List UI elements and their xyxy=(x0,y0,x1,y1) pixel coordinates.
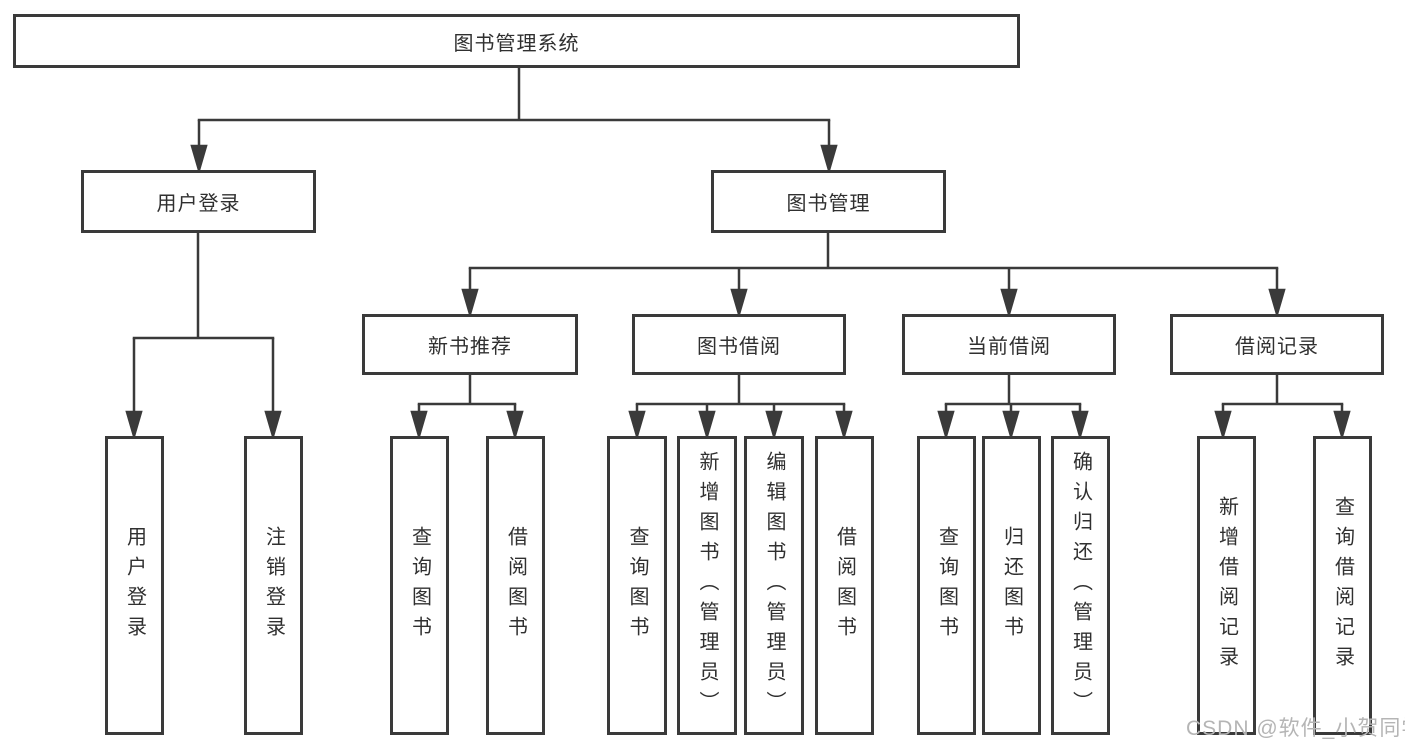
connector-new-book-recommend-to-leaves xyxy=(410,375,524,441)
connector-root-to-level2 xyxy=(190,68,838,175)
node-book-management: 图书管理 xyxy=(711,170,946,233)
leaf-add-borrow-record: 新增借阅记录 xyxy=(1197,436,1256,735)
node-book-borrow: 图书借阅 xyxy=(632,314,846,375)
leaf-logout: 注销登录 xyxy=(244,436,303,735)
node-borrow-records: 借阅记录 xyxy=(1170,314,1384,375)
leaf-confirm-return-admin: 确认归还（管理员） xyxy=(1051,436,1110,735)
leaf-user-login: 用户登录 xyxy=(105,436,164,735)
node-library-management-system: 图书管理系统 xyxy=(13,14,1020,68)
csdn-watermark: CSDN @软件_小贺同学 xyxy=(1186,717,1405,740)
node-user-login: 用户登录 xyxy=(81,170,316,233)
leaf-return-books: 归还图书 xyxy=(982,436,1041,735)
connector-user-login-to-leaves xyxy=(125,233,282,441)
leaf-query-books-borrow: 查询图书 xyxy=(607,436,667,735)
leaf-borrow-books-recommend: 借阅图书 xyxy=(486,436,545,735)
node-current-borrow: 当前借阅 xyxy=(902,314,1116,375)
connector-book-borrow-to-leaves xyxy=(628,375,853,441)
leaf-add-books-admin: 新增图书（管理员） xyxy=(677,436,737,735)
connector-current-borrow-to-leaves xyxy=(937,375,1089,441)
leaf-query-borrow-record: 查询借阅记录 xyxy=(1313,436,1372,735)
leaf-query-books-recommend: 查询图书 xyxy=(390,436,449,735)
leaf-borrow-books: 借阅图书 xyxy=(815,436,874,735)
leaf-query-books-current: 查询图书 xyxy=(917,436,976,735)
leaf-edit-books-admin: 编辑图书（管理员） xyxy=(744,436,804,735)
connector-borrow-records-to-leaves xyxy=(1214,375,1351,441)
connector-book-management-to-level3 xyxy=(461,233,1286,319)
node-new-book-recommend: 新书推荐 xyxy=(362,314,578,375)
